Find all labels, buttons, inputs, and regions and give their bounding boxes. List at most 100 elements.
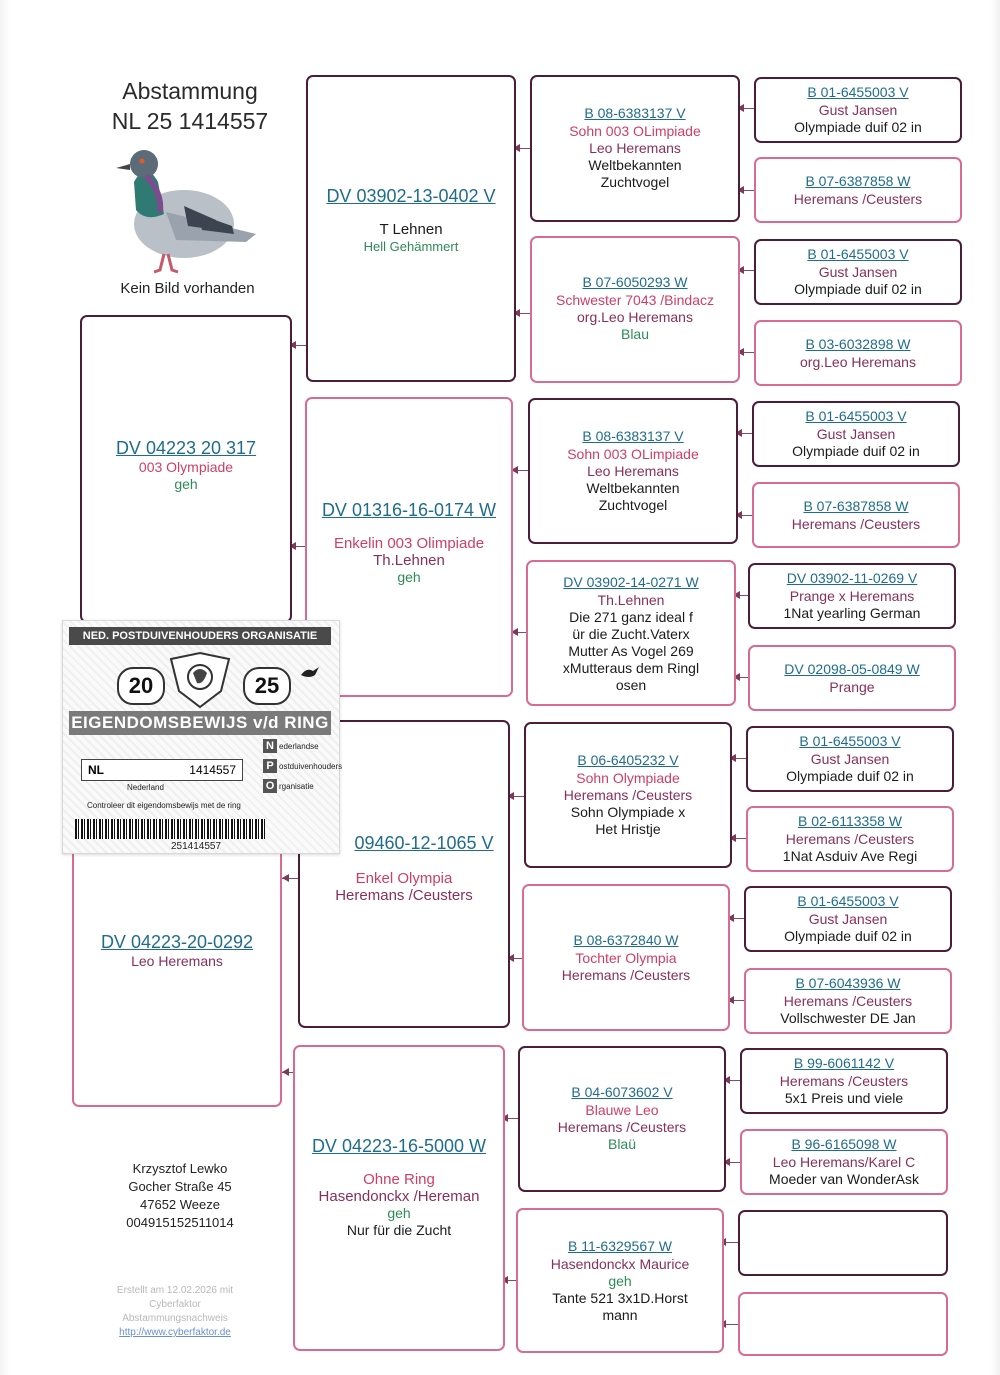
connector: [292, 546, 306, 547]
pigeon-breeder: Th.Lehnen: [373, 552, 445, 569]
connector: [504, 1118, 518, 1119]
ring-number: DV 04223-20-0292: [100, 932, 254, 952]
certificate-year-right: 25: [243, 667, 291, 705]
certificate-org: NED. POSTDUIVENHOUDERS ORGANISATIE: [69, 627, 331, 645]
dove-icon: [301, 667, 319, 677]
pigeon-note: Die 271 ganz ideal f: [569, 609, 693, 625]
pigeon-note: Nur für die Zucht: [346, 1222, 452, 1238]
pigeon-breeder: Prange x Heremans: [789, 588, 915, 604]
ring-number: DV 04223 20 317: [115, 438, 257, 458]
ring-number: DV 03902-11-0269 V: [786, 570, 918, 586]
connector-arrow: [737, 104, 744, 112]
connector-arrow: [513, 144, 520, 152]
pigeon-breeder: Heremans /Ceusters: [791, 516, 921, 532]
connector: [282, 878, 298, 879]
connector: [726, 1162, 740, 1163]
credit-link[interactable]: http://www.cyberfaktor.de: [119, 1327, 231, 1338]
pedigree-card-ggg5: B 01-6455003 V Gust Jansen Olympiade dui…: [752, 401, 960, 467]
pigeon-breeder: Gust Jansen: [818, 264, 898, 280]
credit-line-2: Cyberfaktor: [149, 1299, 201, 1310]
connector-arrow: [727, 914, 734, 922]
pigeon-name: Enkelin 003 Olimpiade: [333, 535, 485, 552]
ring-number: B 06-6405232 V: [577, 752, 679, 768]
connector-arrow: [289, 542, 296, 550]
pigeon-breeder: Heremans /Ceusters: [783, 993, 913, 1009]
pigeon-name: Ohne Ring: [363, 1171, 435, 1188]
pedigree-title: Abstammung NL 25 1414557: [100, 76, 280, 136]
pedigree-card-ggg8: DV 02098-05-0849 W Prange: [748, 645, 956, 711]
pigeon-note: osen: [615, 677, 647, 693]
connector: [514, 632, 526, 633]
connector-arrow: [729, 834, 736, 842]
pigeon-breeder: Gust Jansen: [810, 751, 890, 767]
certificate-letter-o-text: rganisatie: [279, 782, 314, 791]
pigeon-note: 1Nat Asduiv Ave Regi: [782, 848, 918, 864]
owner-street: Gocher Straße 45: [128, 1179, 232, 1194]
pigeon-note: Vollschwester DE Jan: [780, 1010, 916, 1026]
pigeon-note: Het Hristje: [595, 821, 661, 837]
connector: [726, 1080, 740, 1081]
pedigree-card-sire: DV 04223 20 317 003 Olympiade geh: [80, 315, 292, 623]
certificate-letter-p-text: ostduivenhouders: [279, 762, 343, 771]
pigeon-breeder: Gust Jansen: [816, 426, 896, 442]
pigeon-name: Enkel Olympia: [355, 870, 453, 887]
pigeon-name: 003 Olympiade: [138, 459, 234, 475]
connector-arrow: [511, 628, 518, 636]
ring-number: B 07-6387858 W: [803, 498, 909, 514]
connector-arrow: [737, 186, 744, 194]
pedigree-card-ggg2: B 07-6387858 W Heremans /Ceusters: [754, 157, 962, 223]
connector: [292, 345, 306, 346]
pedigree-card-ggg15-empty: [738, 1210, 948, 1276]
ring-number: B 04-6073602 V: [571, 1084, 673, 1100]
connector: [736, 677, 748, 678]
ring-number: 09460-12-1065 V: [354, 833, 494, 853]
pigeon-color: geh: [397, 569, 421, 585]
certificate-ring-number: 1414557: [189, 763, 236, 777]
connector: [510, 796, 524, 797]
pigeon-breeder: Gust Jansen: [818, 102, 898, 118]
credit-line-1: Erstellt am 12.02.2026 mit: [116, 1285, 234, 1296]
ring-number: DV 02098-05-0849 W: [784, 661, 920, 677]
pigeon-breeder: Gust Jansen: [808, 911, 888, 927]
pigeon-color: geh: [174, 476, 198, 492]
connector-arrow: [723, 1076, 730, 1084]
connector-arrow: [735, 511, 742, 519]
pigeon-note: Weltbekannten: [588, 157, 682, 173]
connector-arrow: [733, 673, 740, 681]
pigeon-color: Blaü: [607, 1136, 637, 1152]
pigeon-color: geh: [608, 1273, 632, 1289]
certificate-barcode-number: 251414557: [171, 841, 222, 852]
owner-name: Krzysztof Lewko: [132, 1161, 228, 1176]
ring-number: B 02-6113358 W: [797, 813, 903, 829]
connector: [516, 313, 530, 314]
pedigree-card-dam: DV 04223-20-0292 Leo Heremans: [72, 845, 282, 1107]
pigeon-breeder: Heremans /Ceusters: [561, 967, 691, 983]
connector-arrow: [282, 1068, 289, 1076]
pedigree-card-ggg9: B 01-6455003 V Gust Jansen Olympiade dui…: [746, 726, 954, 792]
ownership-certificate: NED. POSTDUIVENHOUDERS ORGANISATIE 20 25…: [62, 620, 343, 854]
lion-crest-icon: [169, 651, 231, 709]
pigeon-note: Zuchtvogel: [600, 174, 670, 190]
title-line-1: Abstammung: [122, 78, 258, 104]
pigeon-breeder: Th.Lehnen: [597, 592, 665, 608]
pigeon-name: Schwester 7043 /Bindacz: [556, 292, 714, 308]
connector: [514, 470, 528, 471]
ring-number: B 01-6455003 V: [805, 408, 907, 424]
ring-number: B 01-6455003 V: [807, 246, 909, 262]
connector: [730, 918, 744, 919]
connector: [722, 1242, 738, 1243]
pigeon-breeder: Hasendonckx /Hereman: [318, 1188, 480, 1205]
pigeon-color: Hell Gehämmert: [363, 239, 459, 254]
connector: [510, 958, 524, 959]
ring-number: B 07-6387858 W: [805, 173, 911, 189]
pigeon-breeder: Heremans /Ceusters: [563, 787, 693, 803]
pigeon-name: Sohn 003 OLimpiade: [567, 446, 699, 462]
pigeon-breeder: T Lehnen: [379, 221, 443, 238]
pigeon-color: Blau: [620, 326, 650, 342]
certificate-country-code: NL: [88, 763, 104, 777]
connector: [736, 595, 748, 596]
certificate-year-left: 20: [117, 667, 165, 705]
connector-arrow: [513, 309, 520, 317]
connector: [740, 270, 754, 271]
ring-number: B 07-6050293 W: [582, 274, 688, 290]
